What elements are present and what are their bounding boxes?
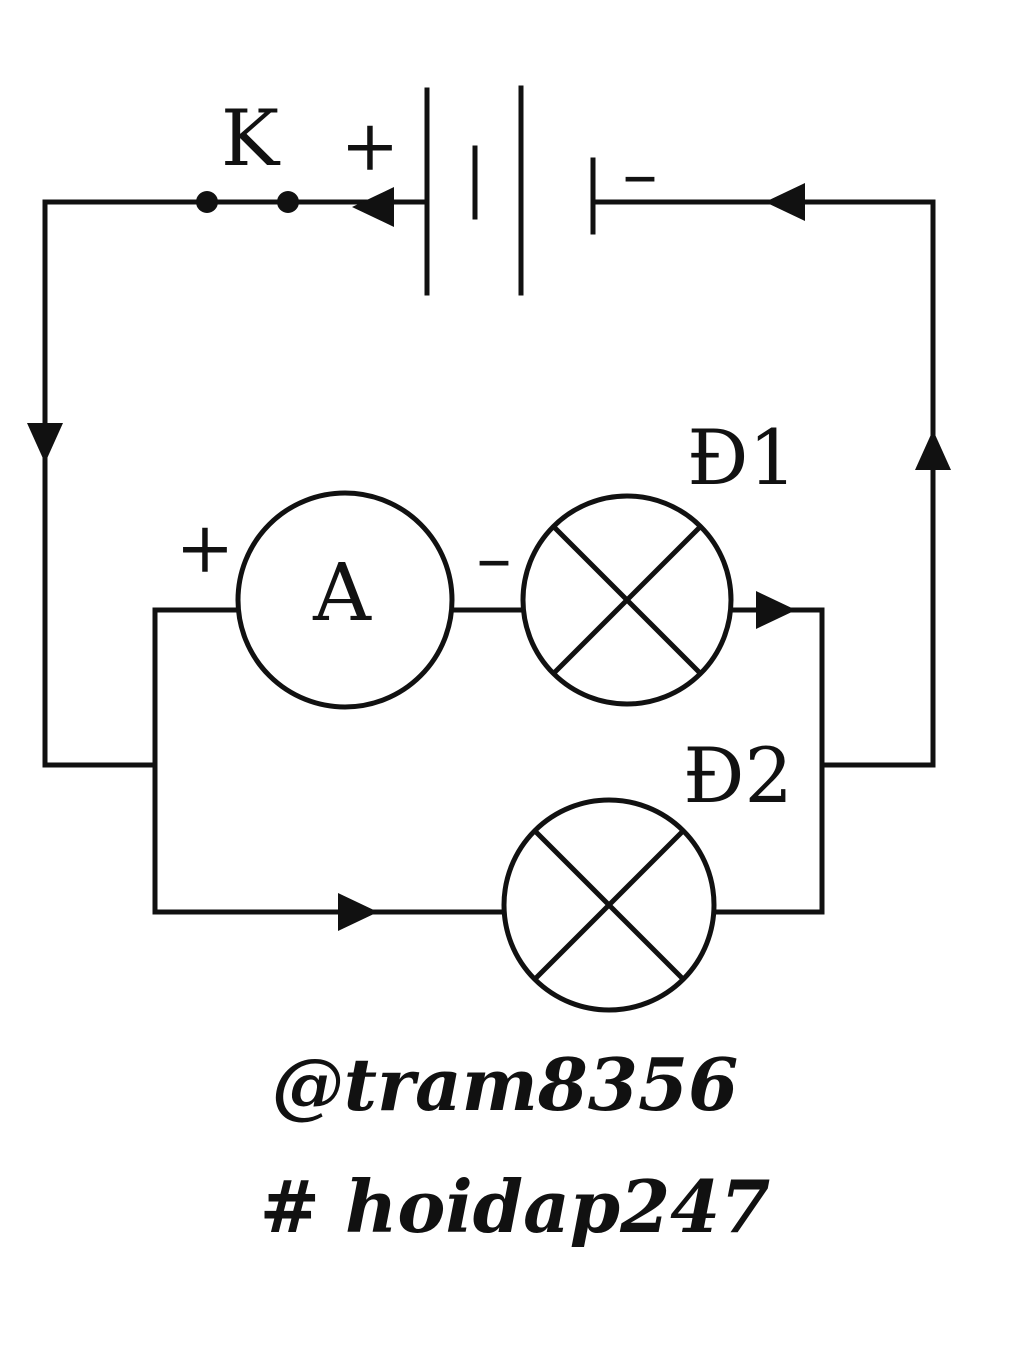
arrow-left-top [352,187,394,227]
battery-plus-label: + [341,105,400,187]
ammeter-label: A [312,546,372,639]
wire-left-top [42,199,209,768]
lamp2-label: Đ2 [683,731,793,820]
switch-label: K [221,94,281,184]
lamp1-circle [520,493,734,707]
lamp2-circle [501,797,717,1013]
lamp2-cross-b [533,829,685,981]
arrow-lamp2-right [338,893,378,931]
arrow-down-left [27,423,63,463]
wire-right [590,199,936,768]
ammeter-circle [235,490,455,710]
lamp1-cross-b [552,525,702,675]
ammeter-minus-label: – [477,517,512,599]
ammeter-plus-label: + [176,507,235,589]
wire-parallel-left [152,607,507,915]
lamp1-label: Đ1 [687,413,797,502]
arrow-up-right [915,430,951,470]
watermark-line2: # hoidap247 [260,1164,771,1249]
battery-minus-label: – [623,133,658,215]
arrow-right-top [765,183,805,221]
watermark-line1: @tram8356 [272,1042,738,1127]
arrow-lamp1-right [756,591,796,629]
